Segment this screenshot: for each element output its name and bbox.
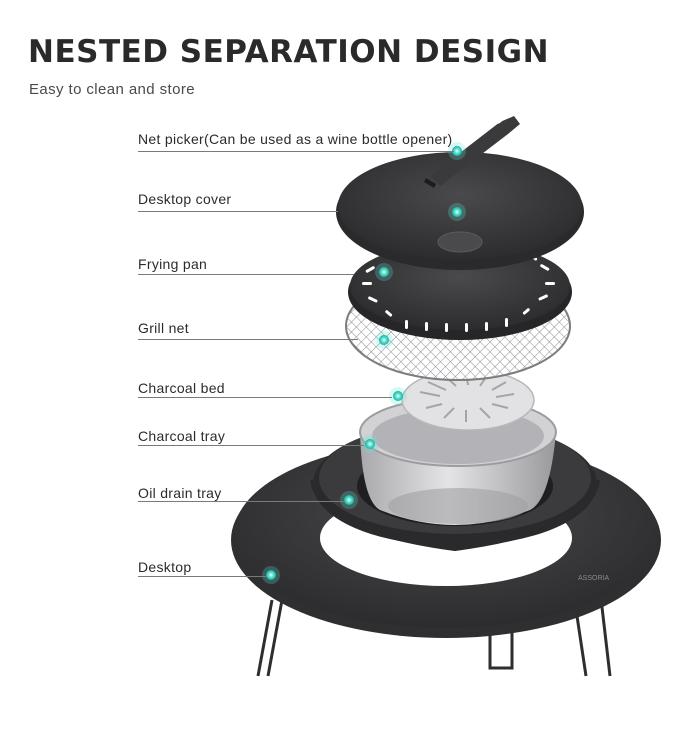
- marker-desktop: [262, 566, 280, 584]
- leader-desktop: [138, 576, 266, 577]
- page-title: NESTED SEPARATION DESIGN: [28, 34, 550, 70]
- label-oil-drain-tray: Oil drain tray: [138, 485, 222, 501]
- frying-pan: [348, 242, 572, 340]
- label-desktop-cover: Desktop cover: [138, 191, 232, 207]
- marker-frying-pan: [375, 263, 393, 281]
- charcoal-bed: [401, 369, 535, 431]
- label-frying-pan: Frying pan: [138, 256, 208, 272]
- marker-grill-net: [375, 331, 393, 349]
- leader-frying-pan: [138, 274, 354, 275]
- leader-charcoal-bed: [138, 397, 392, 398]
- marker-desktop-cover: [448, 203, 466, 221]
- page-subtitle: Easy to clean and store: [29, 81, 195, 98]
- net-picker: [424, 112, 520, 188]
- leader-charcoal-tray: [138, 445, 364, 446]
- part-markers: [262, 142, 466, 584]
- marker-charcoal-bed: [389, 387, 407, 405]
- marker-oil-drain-tray: [340, 491, 358, 509]
- leader-grill-net: [138, 339, 358, 340]
- leader-net-picker: [138, 151, 454, 152]
- label-grill-net: Grill net: [138, 320, 189, 336]
- marker-net-picker: [448, 142, 466, 160]
- svg-text:ASSORIA: ASSORIA: [578, 575, 609, 582]
- label-desktop: Desktop: [138, 559, 192, 575]
- marker-charcoal-tray: [361, 435, 379, 453]
- label-charcoal-tray: Charcoal tray: [138, 428, 226, 444]
- leader-desktop-cover: [138, 211, 338, 212]
- label-net-picker: Net picker(Can be used as a wine bottle …: [138, 131, 453, 147]
- label-charcoal-bed: Charcoal bed: [138, 380, 225, 396]
- desktop-cover: [336, 152, 584, 270]
- leader-oil-drain-tray: [138, 501, 344, 502]
